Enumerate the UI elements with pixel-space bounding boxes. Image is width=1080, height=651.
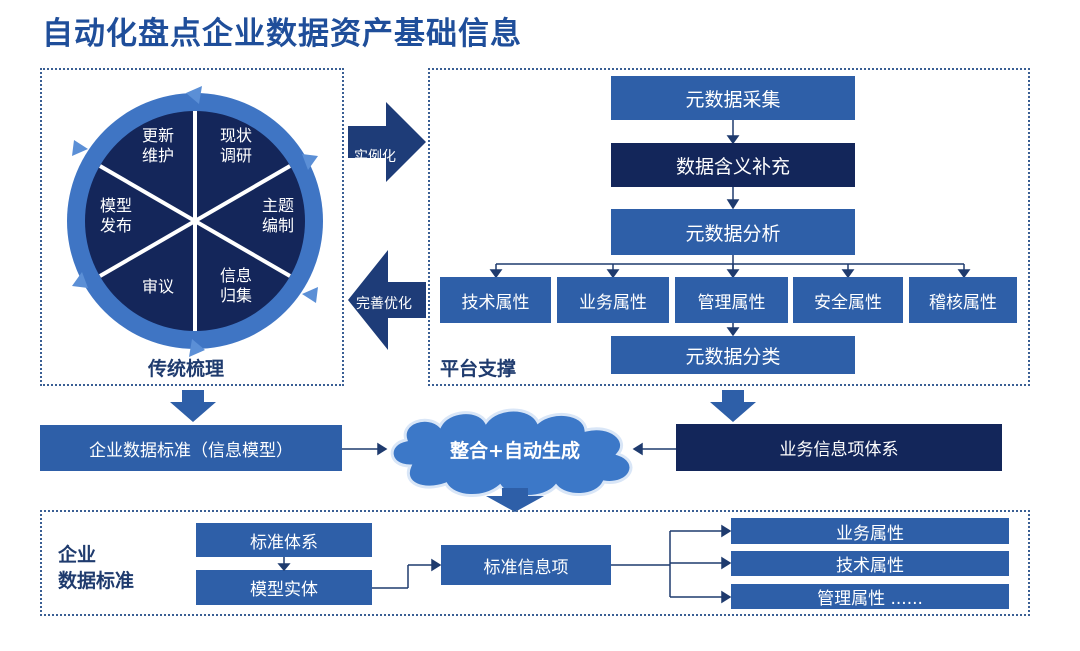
middle-connectors xyxy=(342,442,676,456)
data-meaning-box: 数据含义补充 xyxy=(611,143,855,187)
cycle-label: 编制 xyxy=(262,216,294,235)
cycle-divider xyxy=(98,164,292,278)
metadata-collect-box: 元数据采集 xyxy=(611,76,855,120)
cycle-label: 审议 xyxy=(142,277,174,296)
metadata-analyze-box: 元数据分析 xyxy=(611,209,855,255)
cycle-label: 发布 xyxy=(100,216,132,235)
standard-item-box: 标准信息项 xyxy=(441,545,611,585)
page-title: 自动化盘点企业数据资产基础信息 xyxy=(42,16,522,52)
cycle-label: 归集 xyxy=(220,286,252,305)
cycle-arrowhead-3 xyxy=(302,287,318,303)
instantiate-arrow xyxy=(348,102,426,182)
improve-label: 完善优化 xyxy=(356,296,412,312)
enterprise-standard-box: 企业数据标准（信息模型） xyxy=(40,425,342,471)
traditional-label: 传统梳理 xyxy=(148,358,225,380)
cycle-arrowhead-2 xyxy=(302,154,318,170)
cycle-arrowhead-6 xyxy=(72,140,88,156)
cycle-label: 主题 xyxy=(262,196,294,215)
attribute-box: 业务属性 xyxy=(557,277,669,323)
platform-section xyxy=(428,68,1030,386)
attribute-box: 技术属性 xyxy=(440,277,551,323)
cycle-label: 维护 xyxy=(142,146,174,165)
standard-attribute-box: 技术属性 xyxy=(731,551,1009,576)
cycle-label: 信息 xyxy=(220,266,252,285)
down-arrow-center xyxy=(486,488,544,512)
cycle-diagram: 更新 维护 现状 调研 主题 编制 信息 归集 审议 模型 发布 xyxy=(67,86,323,357)
cycle-arrowhead-5 xyxy=(72,272,88,288)
instantiate-label: 实例化 xyxy=(354,149,396,165)
standard-section xyxy=(40,510,1030,616)
standard-attribute-box: 业务属性 xyxy=(731,518,1009,544)
integration-cloud xyxy=(390,408,633,498)
cycle-label: 现状 xyxy=(220,126,252,145)
attribute-box: 安全属性 xyxy=(793,277,903,323)
attribute-box: 稽核属性 xyxy=(909,277,1017,323)
cycle-label: 模型 xyxy=(100,196,132,215)
standard-attribute-box: 管理属性 ...... xyxy=(731,584,1009,609)
standard-connectors xyxy=(277,524,732,604)
platform-connectors xyxy=(489,120,971,337)
platform-label: 平台支撑 xyxy=(440,358,517,380)
cycle-arrowhead-1 xyxy=(186,86,202,104)
metadata-classify-box: 元数据分类 xyxy=(611,336,855,374)
down-arrow-right xyxy=(710,390,756,422)
attribute-box: 管理属性 xyxy=(675,277,788,323)
cycle-arrowhead-4 xyxy=(189,339,205,357)
model-entity-box: 模型实体 xyxy=(196,570,372,605)
integration-label: 整合+自动生成 xyxy=(450,440,580,462)
improve-arrow xyxy=(348,250,426,350)
standard-system-box: 标准体系 xyxy=(196,523,372,557)
business-info-box: 业务信息项体系 xyxy=(676,424,1002,471)
standard-label-line1: 企业 xyxy=(58,544,97,566)
cycle-label: 更新 xyxy=(142,126,174,145)
down-arrow-left xyxy=(170,390,216,422)
traditional-section xyxy=(40,68,344,386)
standard-label-line2: 数据标准 xyxy=(58,570,135,592)
cycle-label: 调研 xyxy=(220,146,252,165)
